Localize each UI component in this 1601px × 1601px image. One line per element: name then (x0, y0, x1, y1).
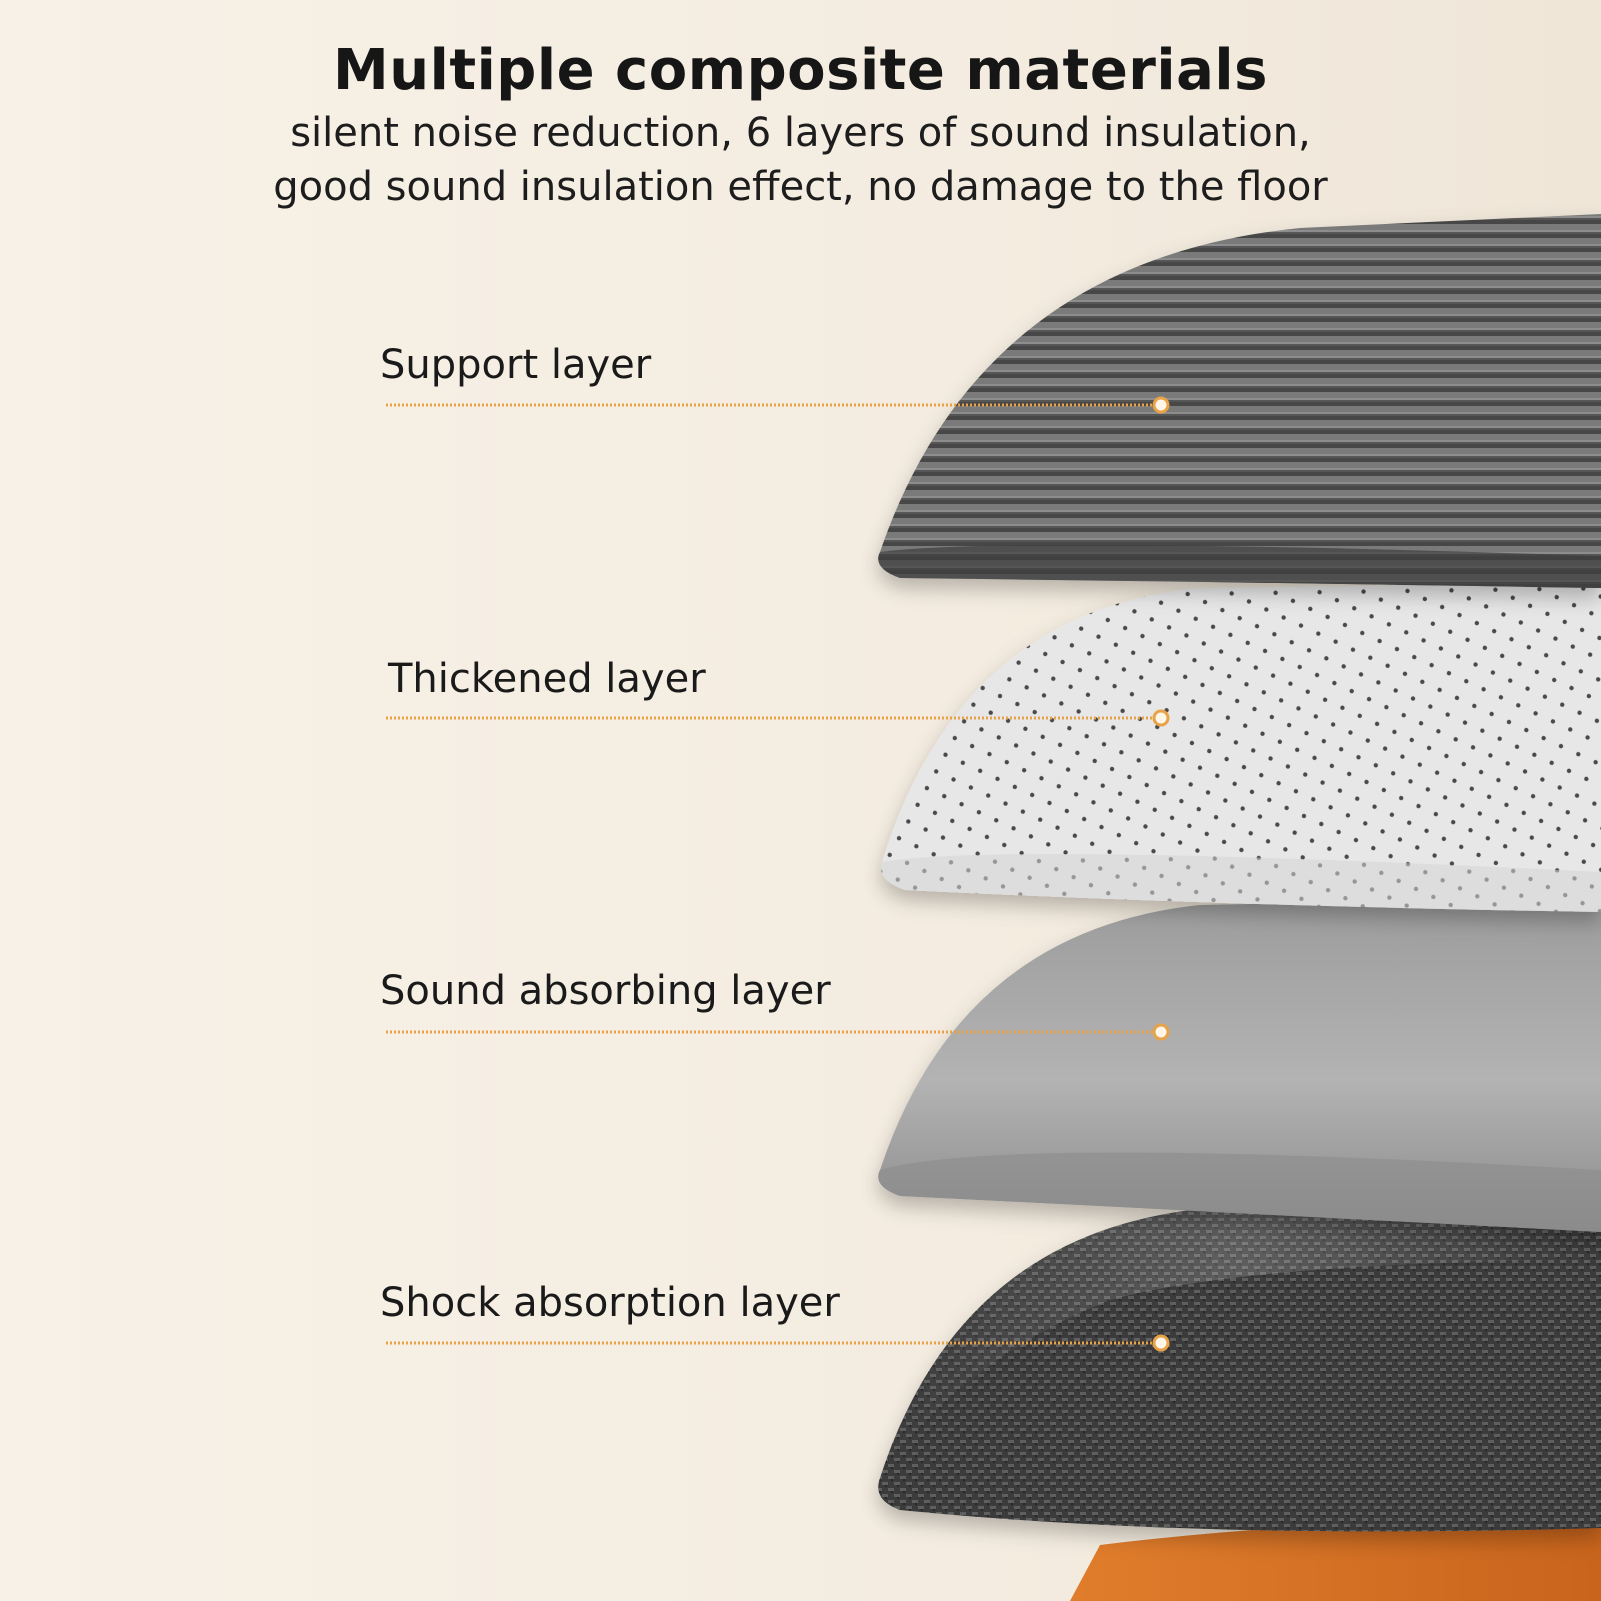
layer-label-sound-absorbing: Sound absorbing layer (380, 968, 831, 1014)
subtitle-line-1: silent noise reduction, 6 layers of soun… (290, 110, 1311, 156)
leader-dots (1152, 396, 1170, 1352)
layer-label-shock-absorption: Shock absorption layer (380, 1280, 840, 1326)
layer-label-support: Support layer (380, 342, 652, 388)
shock-absorption-layer-shape (878, 1198, 1601, 1600)
subtitle-line-2: good sound insulation effect, no damage … (273, 164, 1328, 210)
layer-label-thickened: Thickened layer (388, 656, 706, 702)
leader-dot-sound-absorbing (1152, 1023, 1170, 1041)
page-title: Multiple composite materials (333, 38, 1268, 103)
sound-absorbing-layer-shape (878, 897, 1601, 1232)
base-layer (1070, 1515, 1601, 1601)
leader-dot-support (1152, 396, 1170, 414)
support-layer-shape (878, 214, 1601, 588)
thickened-layer-shape (880, 582, 1601, 912)
leader-dot-shock-absorption (1152, 1334, 1170, 1352)
leader-dot-thickened (1152, 709, 1170, 727)
leader-lines (386, 403, 1160, 1345)
